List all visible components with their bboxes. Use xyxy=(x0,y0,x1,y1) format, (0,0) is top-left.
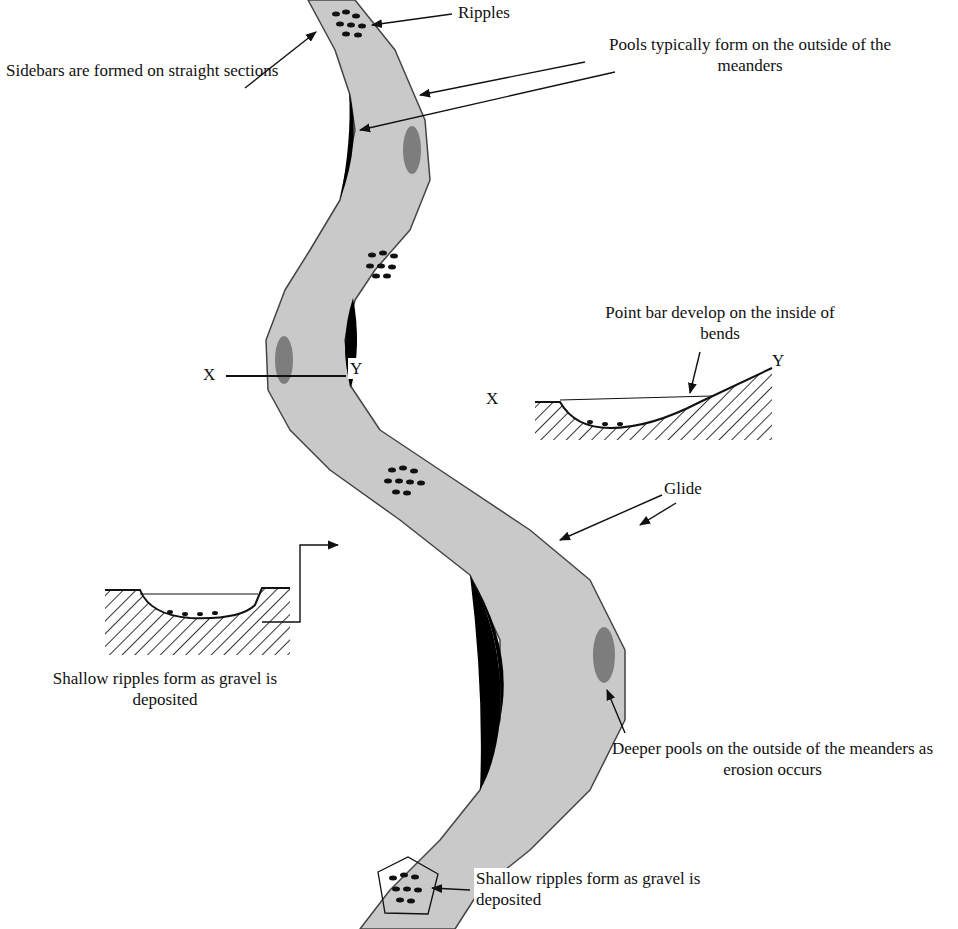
callout-label: Y xyxy=(348,358,364,379)
callout-label: Glide xyxy=(664,478,702,499)
section-line xyxy=(226,375,346,377)
callout-label: Deeper pools on the outside of the meand… xyxy=(600,738,945,781)
glide-dark xyxy=(470,575,504,720)
callout-label: Shallow ripples form as gravel is deposi… xyxy=(474,868,718,911)
leader-arrow xyxy=(245,14,700,890)
callout-label: Shallow ripples form as gravel is deposi… xyxy=(40,668,290,711)
callout-label: Ripples xyxy=(458,2,510,23)
callout-label: X xyxy=(486,388,498,409)
callout-label: Sidebars are formed on straight sections xyxy=(6,60,278,81)
gravel xyxy=(332,10,425,904)
callout-label: Pools typically form on the outside of t… xyxy=(585,34,915,77)
river-channel xyxy=(266,0,625,929)
pool xyxy=(593,627,615,683)
callout-label: Y xyxy=(772,350,784,371)
callout-label: Point bar develop on the inside of bends xyxy=(600,302,840,345)
callout-label: X xyxy=(203,364,215,385)
gravel-outline xyxy=(378,857,438,914)
pool xyxy=(403,126,421,174)
cross-section xyxy=(535,368,772,440)
glide-dark xyxy=(340,92,354,200)
